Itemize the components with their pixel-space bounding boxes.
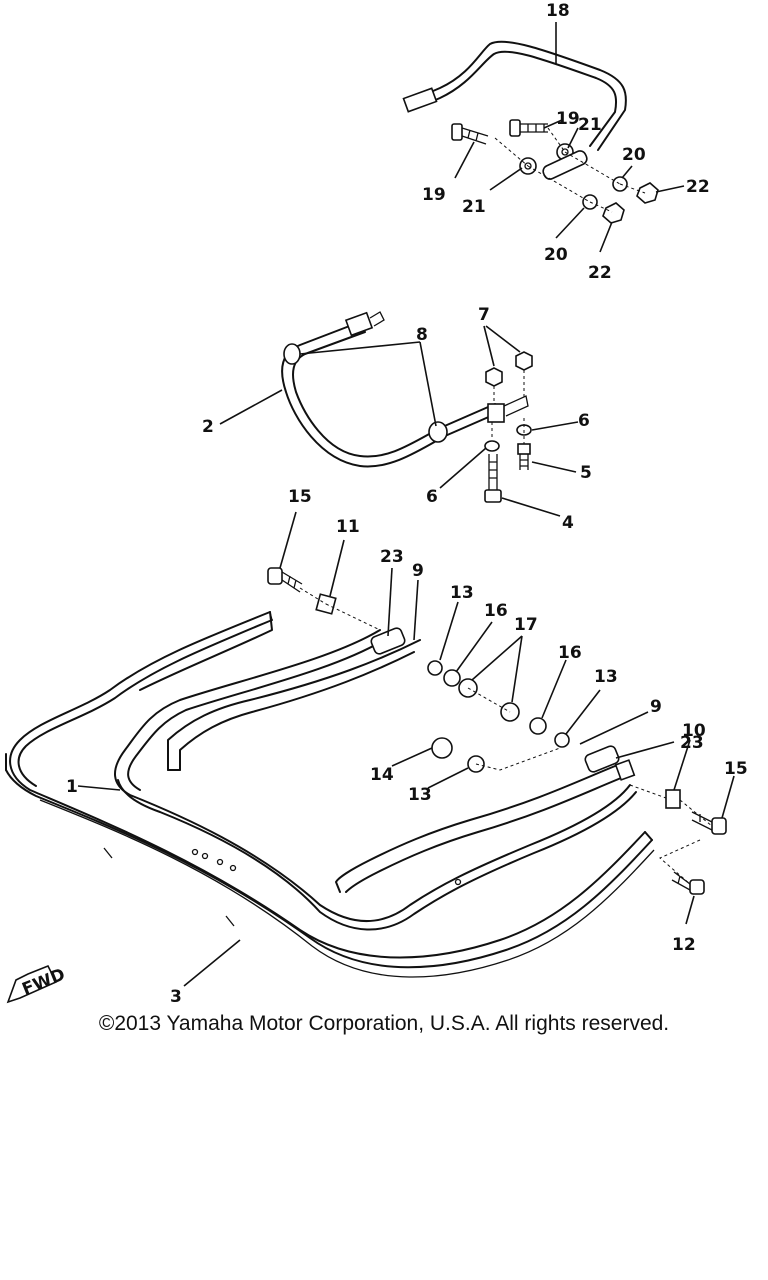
washer-part-16b <box>529 717 547 735</box>
callout-16: 16 <box>484 601 508 621</box>
callout-6: 6 <box>426 487 438 507</box>
callout-19: 19 <box>422 185 446 205</box>
callout-20: 20 <box>544 245 568 265</box>
callout-19: 19 <box>556 109 580 129</box>
bolt-part-19b <box>451 123 489 145</box>
callout-22: 22 <box>686 177 710 197</box>
middle-hardware <box>484 351 533 503</box>
callout-17: 17 <box>514 615 538 635</box>
callout-23: 23 <box>680 733 704 753</box>
upper-rail-strip <box>139 611 273 691</box>
callout-18: 18 <box>546 1 570 21</box>
bar-end-block <box>487 403 505 423</box>
bolt-part-19a <box>509 119 548 137</box>
bolt-part-4 <box>484 454 502 503</box>
upper-hardware <box>451 119 659 224</box>
nut-part-7b <box>515 351 533 371</box>
callout-2: 2 <box>202 417 214 437</box>
outer-rail-part-3 <box>5 611 655 978</box>
fwd-direction-arrow: FWD <box>6 965 68 1004</box>
collar-part-14 <box>431 737 453 759</box>
callout-13: 13 <box>408 785 432 805</box>
callout-15: 15 <box>724 759 748 779</box>
nut-part-7a <box>485 367 503 387</box>
bolt-part-12 <box>671 871 705 895</box>
bolt-part-5 <box>517 443 531 470</box>
callout-21: 21 <box>578 115 602 135</box>
rail-part-9a <box>167 639 421 771</box>
clamp-part-8b <box>428 421 448 443</box>
washer-part-6a <box>484 440 500 452</box>
lower-hardware <box>267 567 727 895</box>
callout-21: 21 <box>462 197 486 217</box>
parts-diagram: FWD 18 <box>5 1 748 1007</box>
leader-lines <box>77 22 735 987</box>
callout-13: 13 <box>450 583 474 603</box>
copyright-notice: ©2013 Yamaha Motor Corporation, U.S.A. A… <box>98 1012 670 1035</box>
middle-bar-part-2 <box>281 311 529 468</box>
callout-23: 23 <box>380 547 404 567</box>
callout-7: 7 <box>478 305 490 325</box>
callout-10: 10 <box>682 721 706 741</box>
callout-13: 13 <box>594 667 618 687</box>
handle-bar-part-18 <box>402 40 627 151</box>
callout-11: 11 <box>336 517 360 537</box>
callout-16: 16 <box>558 643 582 663</box>
rail-part-9b <box>335 759 636 893</box>
callout-20: 20 <box>622 145 646 165</box>
callout-9: 9 <box>650 697 662 717</box>
callout-9: 9 <box>412 561 424 581</box>
callout-8: 8 <box>416 325 428 345</box>
callout-1: 1 <box>66 777 78 797</box>
callout-15: 15 <box>288 487 312 507</box>
bolt-part-15b <box>691 811 727 835</box>
rubber-block-part-23a <box>370 627 406 655</box>
washer-part-16a <box>443 669 461 687</box>
callout-12: 12 <box>672 935 696 955</box>
nut-plate-part-10 <box>665 789 681 809</box>
callout-4: 4 <box>562 513 574 533</box>
washer-part-13a <box>427 660 443 676</box>
callout-3: 3 <box>170 987 182 1007</box>
callout-14: 14 <box>370 765 394 785</box>
bolt-part-15a <box>267 567 303 593</box>
nut-part-22a <box>636 182 659 204</box>
callout-22: 22 <box>588 263 612 283</box>
rubber-block-part-23b <box>584 745 620 773</box>
washer-part-13b <box>554 732 570 748</box>
clamp-part-8a <box>283 343 301 365</box>
callout-5: 5 <box>580 463 592 483</box>
callout-6: 6 <box>578 411 590 431</box>
callout-labels: 18 19 21 19 21 20 22 20 22 7 8 2 6 6 5 4… <box>66 1 748 1007</box>
frame-part-1 <box>114 629 637 931</box>
nut-part-22b <box>602 202 625 224</box>
